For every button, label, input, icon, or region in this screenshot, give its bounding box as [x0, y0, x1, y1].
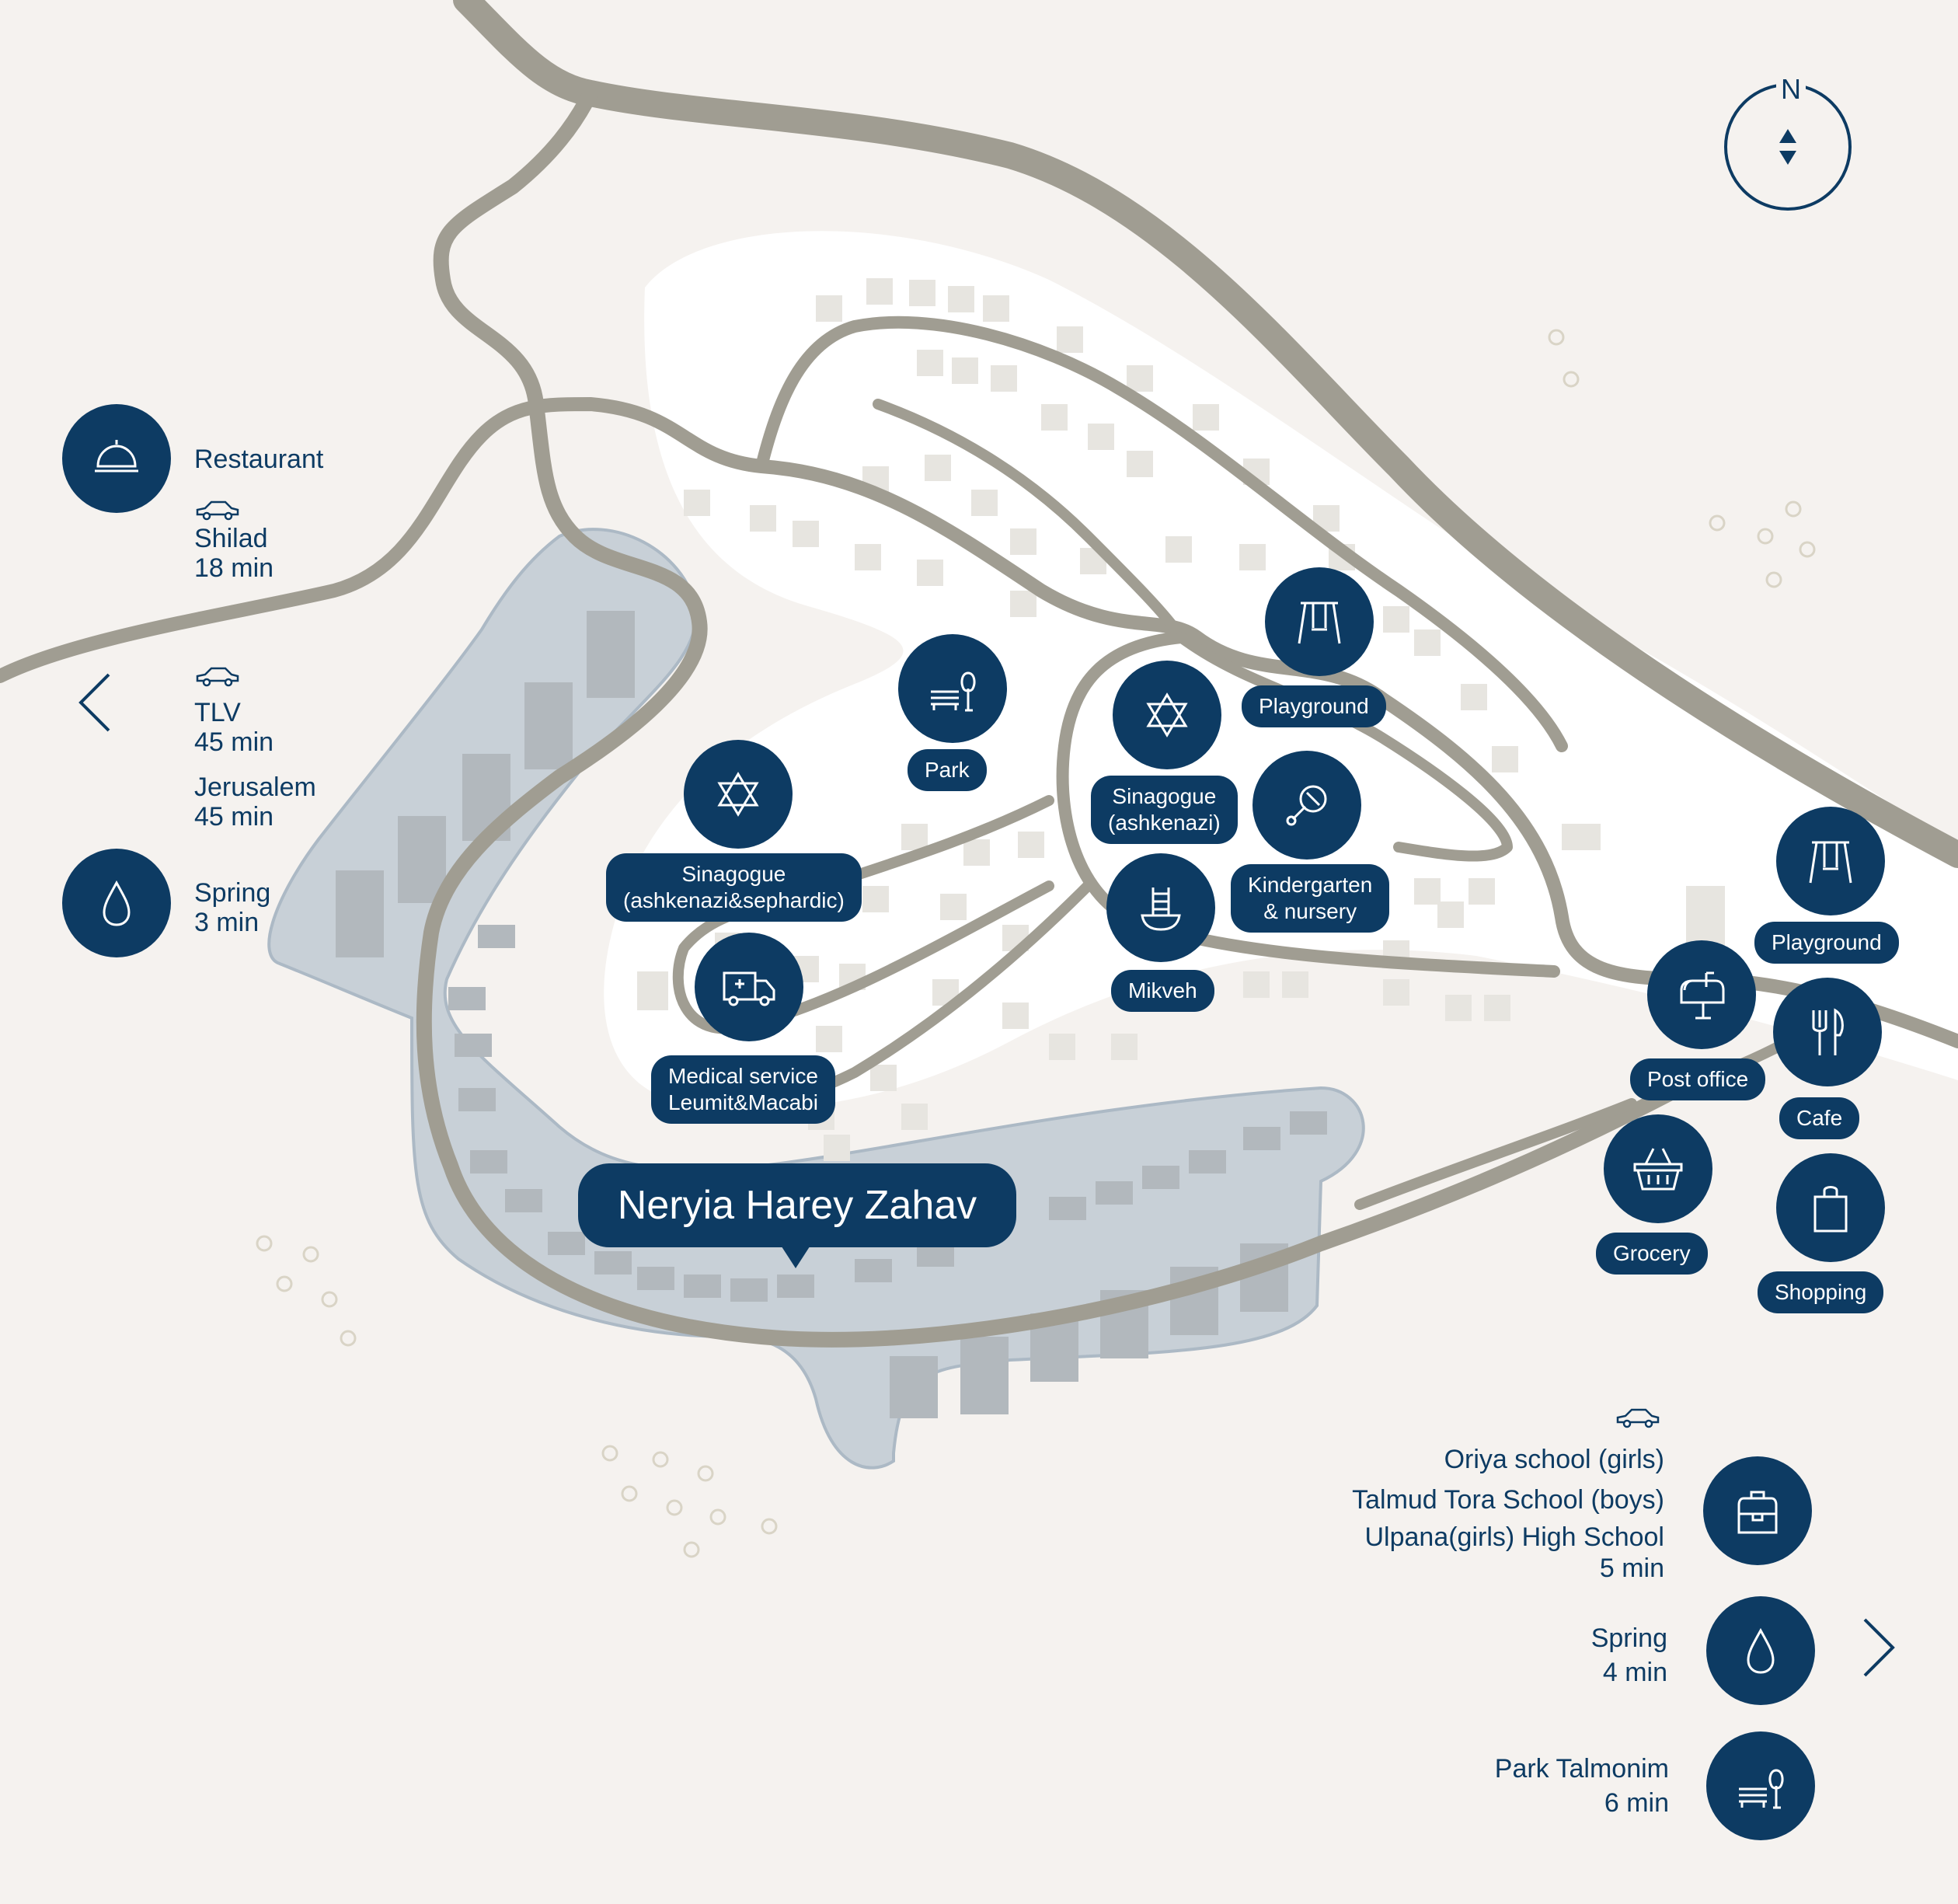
backpack-icon	[1737, 1491, 1778, 1534]
school-3: Ulpana(girls) High School	[1364, 1522, 1664, 1552]
cafe-label: Cafe	[1779, 1097, 1860, 1139]
spring-right-time: 4 min	[1602, 1658, 1667, 1687]
medical-label: Medical service Leumit&Macabi	[651, 1055, 835, 1124]
park-right-label: Park Talmonim	[1494, 1754, 1669, 1784]
cutlery-icon	[1812, 1008, 1844, 1055]
park-talmonim-button[interactable]	[1706, 1731, 1815, 1840]
rattle-icon	[1286, 785, 1327, 826]
chevron-right-icon[interactable]	[1860, 1616, 1899, 1679]
title-pointer	[779, 1242, 813, 1268]
school-2: Talmud Tora School (boys)	[1352, 1485, 1664, 1515]
jerusalem-destination: Jerusalem	[194, 772, 316, 802]
spring-right-label: Spring	[1590, 1623, 1667, 1653]
swing-icon	[1298, 602, 1341, 644]
grocery-marker[interactable]	[1604, 1114, 1712, 1223]
mailbox-icon	[1680, 971, 1725, 1020]
drop-icon	[103, 880, 131, 926]
park-label: Park	[908, 749, 987, 791]
car-icon	[196, 667, 239, 687]
park-bench-icon	[1739, 1769, 1784, 1809]
star-of-david-icon	[717, 772, 759, 817]
medical-line1: Medical service	[668, 1064, 818, 1088]
post-office-marker[interactable]	[1647, 940, 1756, 1049]
neighborhood-buildings	[637, 278, 1725, 1161]
synagogue-ashkenazi-line2: (ashkenazi)	[1108, 811, 1221, 835]
playground-2-marker[interactable]	[1776, 807, 1885, 915]
school-1: Oriya school (girls)	[1444, 1445, 1664, 1474]
playground-1-label: Playground	[1242, 685, 1386, 727]
spring-left-time: 3 min	[194, 908, 260, 937]
park-right-time: 6 min	[1604, 1788, 1669, 1818]
medical-line2: Leumit&Macabi	[668, 1090, 818, 1114]
shopping-marker[interactable]	[1776, 1153, 1885, 1262]
shilad-info: Shilad 18 min	[194, 524, 273, 583]
restaurant-icon	[95, 440, 138, 473]
spring-left-info: Spring 3 min	[194, 878, 270, 937]
jerusalem-time: 45 min	[194, 802, 274, 832]
shilad-destination: Shilad	[194, 524, 268, 553]
spring-left-label: Spring	[194, 878, 271, 908]
park-marker[interactable]	[898, 634, 1007, 743]
schools-time: 5 min	[1599, 1554, 1664, 1583]
synagogue-ashkenazi-marker[interactable]	[1113, 661, 1221, 769]
mikveh-label: Mikveh	[1111, 970, 1214, 1012]
mikveh-marker[interactable]	[1106, 853, 1215, 962]
swing-icon	[1809, 841, 1852, 884]
development-title: Neryia Harey Zahav	[578, 1163, 1016, 1247]
shilad-time: 18 min	[194, 553, 274, 583]
playground-2-label: Playground	[1754, 922, 1899, 964]
kindergarten-line2: & nursery	[1263, 899, 1357, 923]
star-of-david-icon	[1146, 692, 1188, 738]
synagogue-mixed-label: Sinagogue (ashkenazi&sephardic)	[606, 853, 862, 922]
car-icon	[1616, 1408, 1660, 1428]
shopping-bag-icon	[1813, 1186, 1848, 1233]
spring-button[interactable]	[62, 849, 171, 957]
kindergarten-marker[interactable]	[1252, 751, 1361, 860]
tlv-info: TLV 45 min	[194, 698, 273, 757]
drop-icon	[1747, 1627, 1775, 1674]
decor-dots	[256, 329, 1816, 1558]
schools-button[interactable]	[1703, 1456, 1812, 1565]
cafe-marker[interactable]	[1773, 978, 1882, 1086]
car-icon	[196, 500, 239, 521]
synagogue-mixed-line1: Sinagogue	[681, 862, 786, 886]
playground-1-marker[interactable]	[1265, 567, 1374, 676]
kindergarten-label: Kindergarten & nursery	[1231, 864, 1390, 933]
tlv-time: 45 min	[194, 727, 274, 757]
compass-north-label: N	[1776, 73, 1806, 106]
spring-right-info: Spring 4 min	[1591, 1621, 1667, 1690]
schools-info: Oriya school (girls) Talmud Tora School …	[1352, 1439, 1664, 1582]
spring-right-button[interactable]	[1706, 1596, 1815, 1705]
restaurant-label: Restaurant	[194, 445, 324, 474]
synagogue-mixed-line2: (ashkenazi&sephardic)	[623, 888, 845, 912]
park-right-info: Park Talmonim 6 min	[1495, 1752, 1669, 1820]
chevron-left-icon[interactable]	[75, 671, 113, 734]
restaurant-button[interactable]	[62, 404, 171, 513]
mikveh-icon	[1141, 887, 1181, 931]
ambulance-icon	[723, 971, 775, 1006]
park-bench-icon	[931, 671, 976, 712]
grocery-label: Grocery	[1596, 1233, 1708, 1275]
tlv-destination: TLV	[194, 698, 241, 727]
medical-marker[interactable]	[695, 933, 803, 1041]
basket-icon	[1633, 1148, 1683, 1191]
shopping-label: Shopping	[1758, 1271, 1884, 1313]
kindergarten-line1: Kindergarten	[1248, 873, 1373, 897]
post-office-label: Post office	[1630, 1058, 1766, 1100]
synagogue-ashkenazi-label: Sinagogue (ashkenazi)	[1091, 776, 1238, 844]
synagogue-mixed-marker[interactable]	[684, 740, 793, 849]
jerusalem-info: Jerusalem 45 min	[194, 772, 316, 832]
synagogue-ashkenazi-line1: Sinagogue	[1112, 784, 1217, 808]
